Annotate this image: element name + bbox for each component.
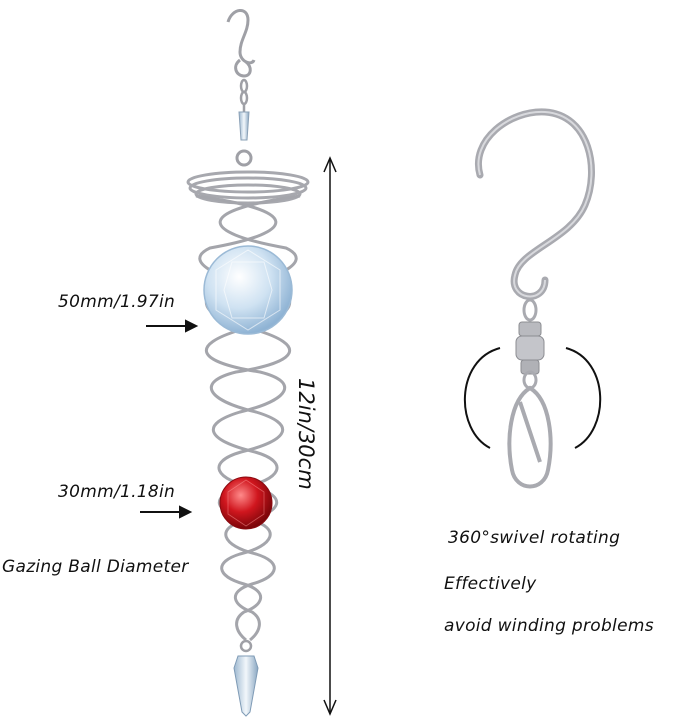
small-ball-size-label: 30mm/1.18in xyxy=(58,482,176,502)
s-hook-icon xyxy=(475,108,595,300)
arrow-small-ball-icon xyxy=(140,505,193,519)
benefit-line-1: Effectively xyxy=(444,574,537,594)
swivel-icon xyxy=(515,298,545,390)
swivel-label: 360°swivel rotating xyxy=(448,528,621,548)
length-label: 12in/30cm xyxy=(294,378,318,490)
top-hook-icon xyxy=(226,9,256,78)
bottom-crystal-pendant-icon xyxy=(233,655,259,717)
rotation-arc-icon xyxy=(463,347,602,449)
top-crystal-icon xyxy=(238,111,250,141)
snap-clip-icon xyxy=(507,385,553,489)
benefit-line-2: avoid winding problems xyxy=(444,616,654,636)
length-dimension-arrow-icon xyxy=(323,156,337,716)
ball-diameter-caption: Gazing Ball Diameter xyxy=(2,557,189,577)
arrow-large-ball-icon xyxy=(146,319,199,333)
clear-gazing-ball-icon xyxy=(203,245,293,335)
top-coil-icon xyxy=(186,170,310,205)
chain-icon xyxy=(239,78,249,112)
red-gazing-ball-icon xyxy=(219,476,273,530)
large-ball-size-label: 50mm/1.97in xyxy=(58,292,176,312)
